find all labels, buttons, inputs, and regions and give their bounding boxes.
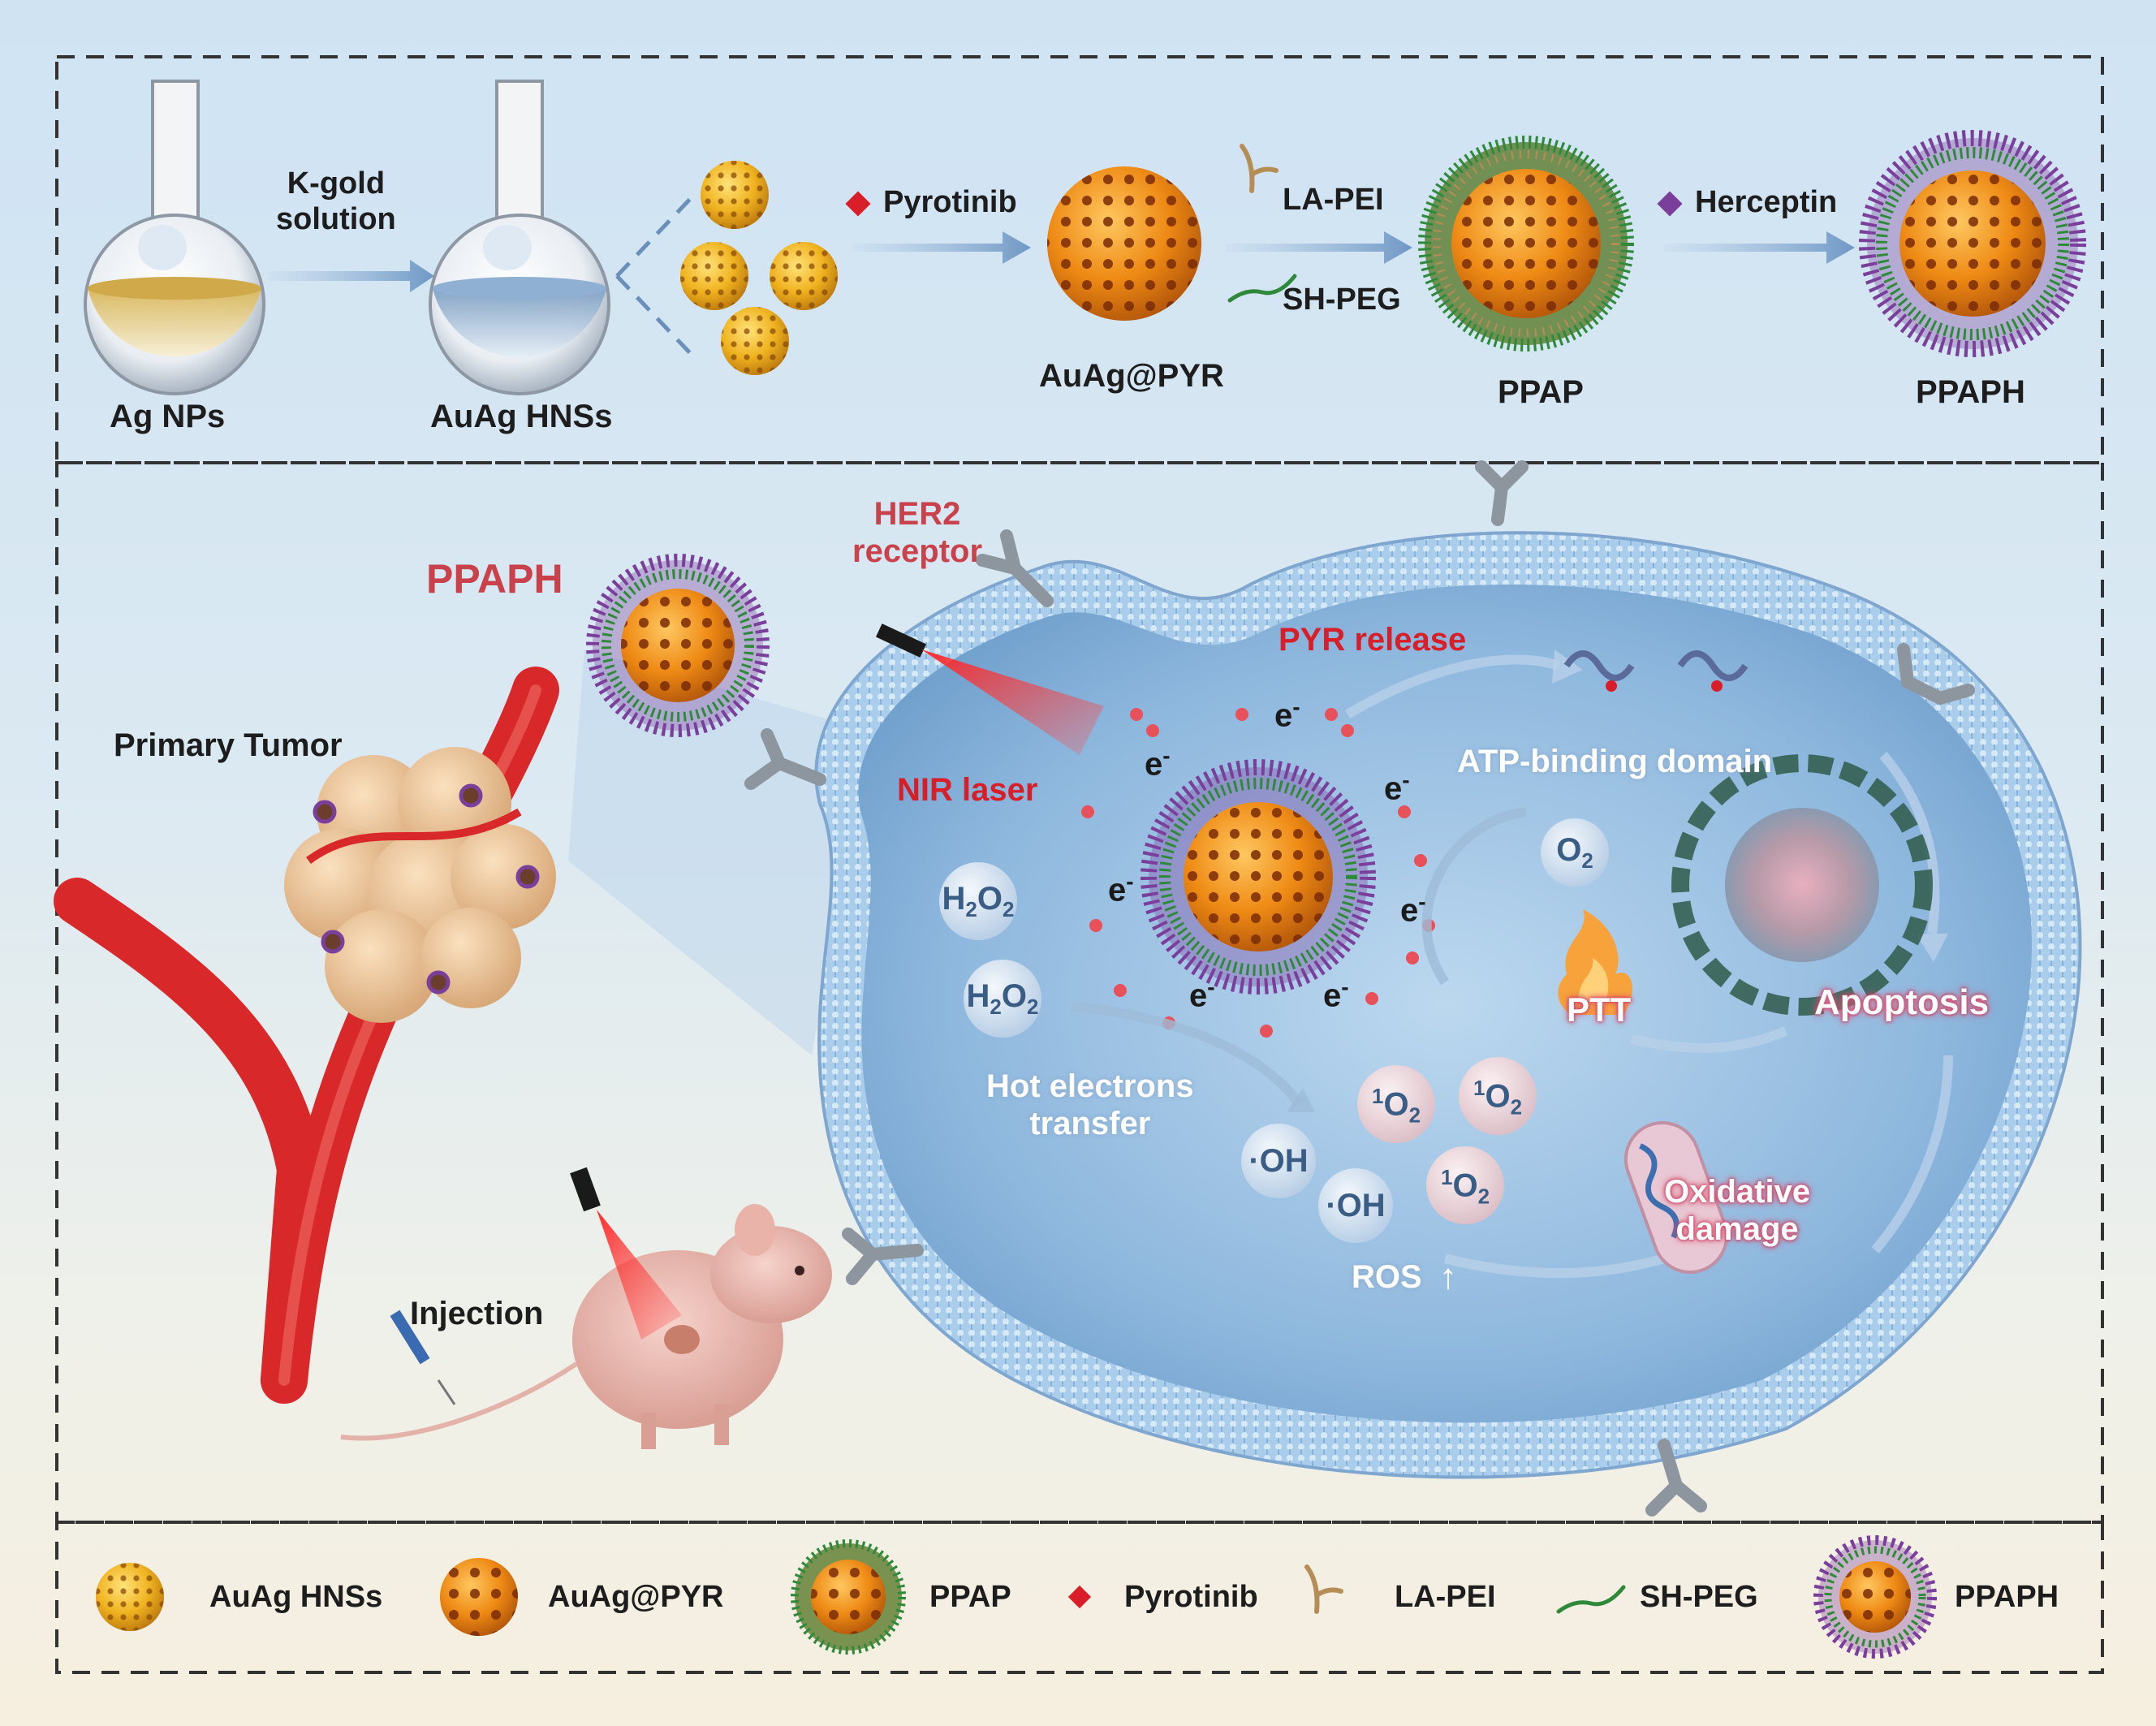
electron-label: e- — [1323, 974, 1349, 1014]
label-injection: Injection — [410, 1296, 544, 1331]
label-pyrotinib: Pyrotinib — [883, 185, 1017, 219]
flask-ag-nps — [84, 80, 265, 395]
ppap-sphere — [1418, 136, 1634, 352]
label-hot-electrons-transfer: Hot electrons transfer — [986, 1068, 1194, 1141]
label-ppap: PPAP — [1498, 374, 1584, 410]
her2-receptors — [744, 460, 1975, 1517]
label-pyr-release: PYR release — [1279, 622, 1467, 658]
label-sh-peg: SH-PEG — [1283, 283, 1401, 317]
label-primary-tumor: Primary Tumor — [114, 727, 343, 763]
ppaph-small — [586, 554, 770, 737]
nir-laser — [876, 624, 1104, 755]
electron-label: e- — [1274, 694, 1300, 734]
label-ppaph-mechanism: PPAPH — [426, 556, 563, 602]
h2o2-molecule: H2O2 — [942, 881, 1015, 921]
flask-auag-hnss — [429, 80, 610, 395]
label-ros: ROS — [1352, 1259, 1422, 1295]
label-apoptosis: Apoptosis — [1814, 982, 1990, 1022]
singlet-oxygen: 1O2 — [1371, 1084, 1421, 1128]
auag-pyr-sphere — [1047, 166, 1201, 321]
ptt-heat — [1558, 909, 1632, 1015]
mitochondrion — [1623, 1121, 1729, 1274]
legend-auag-pyr: AuAg@PYR — [548, 1580, 724, 1614]
label-atp-binding-domain: ATP-binding domain — [1457, 744, 1773, 779]
label-oxidative-damage: Oxidative damage — [1664, 1174, 1811, 1247]
legend-ppaph: PPAPH — [1955, 1580, 2059, 1614]
electron-label: e- — [1108, 869, 1134, 908]
ppaph-sphere — [1859, 130, 2086, 357]
electron-label: e- — [1189, 974, 1215, 1014]
ppaph-in-cell — [1141, 759, 1376, 995]
auag-hnss-cluster — [680, 161, 838, 375]
label-k-gold-solution: K-gold solution — [276, 166, 396, 236]
label-auag-hnss: AuAg HNSs — [430, 399, 613, 434]
herceptin-marker — [1657, 191, 1683, 217]
electron-label: e- — [1145, 743, 1171, 783]
mouse — [340, 1204, 832, 1449]
legend-graphics — [96, 1535, 1937, 1659]
label-herceptin: Herceptin — [1695, 185, 1838, 219]
singlet-oxygen: 1O2 — [1440, 1165, 1490, 1209]
label-ppaph: PPAPH — [1916, 374, 2025, 410]
legend-ppap: PPAP — [929, 1580, 1011, 1614]
label-nir-laser: NIR laser — [897, 772, 1038, 808]
atp-binding-proteins — [1563, 650, 1749, 692]
nucleus — [1671, 754, 1933, 1016]
label-her2-receptor: HER2 receptor — [852, 496, 983, 569]
label-la-pei: LA-PEI — [1283, 183, 1384, 217]
singlet-oxygen: 1O2 — [1473, 1076, 1523, 1120]
hydroxyl-radical: ·OH — [1326, 1188, 1386, 1223]
label-ag-nps: Ag NPs — [110, 399, 226, 434]
electron-label: e- — [1400, 889, 1426, 929]
ros-up-arrow-icon: ↑ — [1439, 1257, 1457, 1297]
legend-sh-peg: SH-PEG — [1640, 1580, 1758, 1614]
electron-label: e- — [1384, 767, 1410, 807]
syringe — [390, 1310, 456, 1405]
pyrotinib-marker — [845, 191, 871, 217]
legend-auag-hnss: AuAg HNSs — [209, 1580, 383, 1614]
label-auag-pyr: AuAg@PYR — [1039, 358, 1224, 394]
primary-tumor — [284, 747, 556, 1023]
label-ptt: PTT — [1567, 990, 1632, 1029]
o2-molecule: O2 — [1556, 832, 1593, 873]
legend-la-pei: LA-PEI — [1395, 1580, 1496, 1614]
legend-pyrotinib: Pyrotinib — [1124, 1580, 1258, 1614]
h2o2-molecule: H2O2 — [966, 978, 1039, 1019]
hydroxyl-radical: ·OH — [1248, 1143, 1309, 1179]
mouse-laser — [570, 1167, 682, 1340]
